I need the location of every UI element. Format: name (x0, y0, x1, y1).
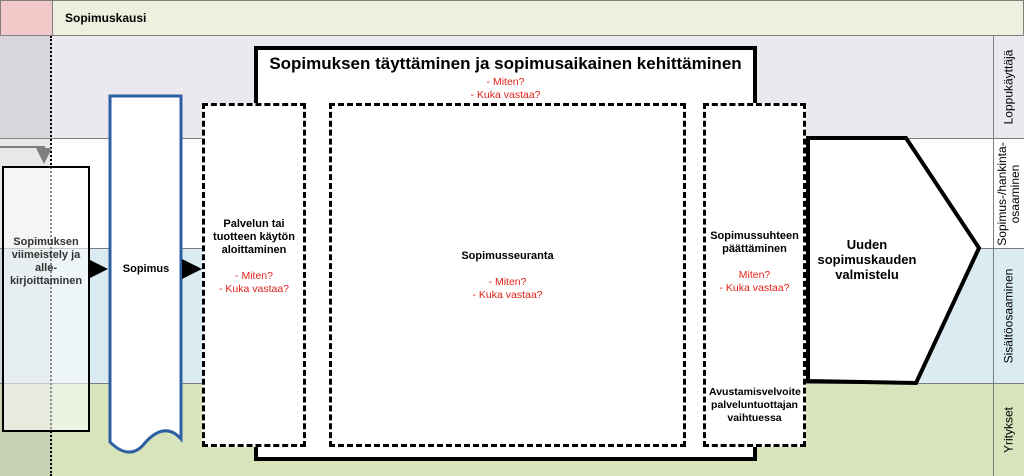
start-box-q1: - Miten? (235, 270, 273, 282)
ending-box-q1: Miten? (738, 269, 771, 281)
monitoring-box-q2: - Kuka vastaa? (472, 289, 543, 301)
ending-box-title: Sopimussuhteen päättäminen (710, 230, 799, 255)
monitoring-box-title: Sopimusseuranta (461, 250, 554, 262)
next-period-arrow (806, 136, 982, 386)
ending-box-q2: - Kuka vastaa? (719, 282, 790, 294)
monitoring-box-q1: - Miten? (488, 276, 527, 288)
start-box: Palvelun tai tuotteen käytön aloittamine… (202, 103, 306, 447)
contract-document (108, 94, 183, 454)
prev-step-label: Sopimuksen viimeistely ja alle-kirjoitta… (9, 236, 83, 287)
contract-label: Sopimus (122, 263, 170, 275)
main-container-title: Sopimuksen täyttäminen ja sopimusaikaine… (269, 54, 742, 73)
next-period-label: Uuden sopimuskauden valmistelu (817, 237, 917, 282)
header-bar: Sopimuskausi (0, 0, 1024, 36)
main-container-q1: - Miten? (486, 76, 525, 88)
lane-label-yritykset: Yritykset (993, 384, 1024, 476)
monitoring-box: Sopimusseuranta - Miten? - Kuka vastaa? (329, 103, 686, 447)
start-box-q2: - Kuka vastaa? (218, 283, 290, 295)
main-container-q2: - Kuka vastaa? (470, 89, 541, 101)
start-box-title: Palvelun tai tuotteen käytön aloittamine… (213, 218, 295, 256)
lane-label-sopimusosaaminen: Sopimus-/hankinta- osaaminen (993, 139, 1024, 249)
ending-box: Sopimussuhteen päättäminen Miten? - Kuka… (703, 103, 806, 447)
prev-step-box: Sopimuksen viimeistely ja alle-kirjoitta… (2, 166, 90, 432)
header-left-cell (1, 1, 53, 35)
lane-label-sisaltoosaaminen: Sisältöosaaminen (993, 249, 1024, 384)
ending-box-duty: Avustamisvelvoite palveluntuottajan vaih… (709, 386, 801, 424)
header-title: Sopimuskausi (65, 11, 147, 25)
lane-label-loppukayttaja: Loppukäyttäjä (993, 36, 1024, 139)
incoming-arrow (0, 146, 52, 164)
